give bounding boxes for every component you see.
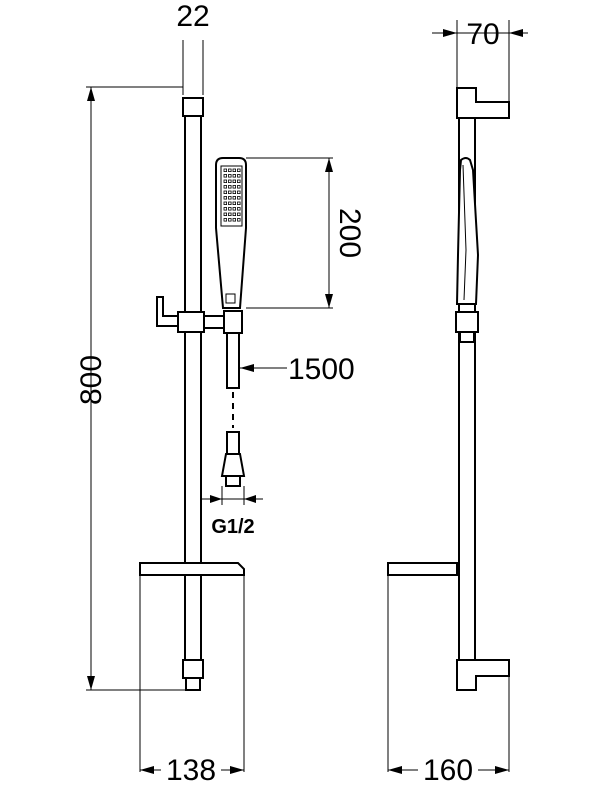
dimension-200: 200 xyxy=(246,157,366,309)
side-hand-shower-edge xyxy=(462,164,467,301)
hose-nut xyxy=(220,453,246,477)
hose-connector xyxy=(225,475,241,487)
side-slider xyxy=(455,311,479,333)
nozzle xyxy=(228,218,232,222)
nozzle xyxy=(223,174,227,178)
slider-holder xyxy=(156,296,243,334)
slider-body xyxy=(177,311,205,333)
holder-cup xyxy=(223,310,243,334)
nozzle xyxy=(237,207,241,211)
nozzle xyxy=(232,207,236,211)
nozzle xyxy=(232,212,236,216)
nozzle xyxy=(232,174,236,178)
nozzle xyxy=(232,201,236,205)
holder-arm xyxy=(203,315,225,329)
side-hand-shower xyxy=(455,157,480,305)
dimension-800-label: 800 xyxy=(75,355,108,405)
dimension-160: 160 xyxy=(388,754,509,785)
hand-shower xyxy=(215,157,247,309)
nozzle xyxy=(223,168,227,172)
nozzle xyxy=(228,196,232,200)
side-top-bracket xyxy=(456,87,510,119)
top-bracket xyxy=(182,97,204,117)
side-bottom-bracket xyxy=(456,659,510,691)
dimension-160-label: 160 xyxy=(423,754,473,785)
side-shelf xyxy=(387,562,458,576)
soap-shelf xyxy=(139,562,245,772)
dimension-200-label: 200 xyxy=(333,208,366,258)
nozzle xyxy=(237,190,241,194)
hose-top-segment xyxy=(226,332,240,389)
shelf-tray xyxy=(139,562,245,576)
nozzle xyxy=(228,207,232,211)
nozzle xyxy=(223,218,227,222)
nozzle xyxy=(223,179,227,183)
dimension-138: 138 xyxy=(140,754,244,785)
nozzle xyxy=(228,190,232,194)
nozzle xyxy=(228,174,232,178)
nozzle xyxy=(223,212,227,216)
side-view: 70 160 xyxy=(387,18,528,785)
button-icon xyxy=(225,293,236,304)
nozzle xyxy=(237,174,241,178)
nozzle xyxy=(232,185,236,189)
nozzle xyxy=(237,179,241,183)
nozzle xyxy=(228,185,232,189)
thread-label: G1/2 xyxy=(211,516,254,538)
nozzle xyxy=(232,179,236,183)
nozzle xyxy=(223,185,227,189)
shower-hose xyxy=(220,332,246,487)
nozzle xyxy=(232,168,236,172)
spray-nozzles xyxy=(223,168,241,222)
nozzle xyxy=(232,218,236,222)
nozzle xyxy=(237,218,241,222)
dimension-70: 70 xyxy=(432,18,528,102)
dimension-1500: 1500 xyxy=(240,353,355,386)
bottom-bracket xyxy=(182,659,204,679)
nozzle xyxy=(237,185,241,189)
bottom-cap xyxy=(185,677,201,691)
nozzle xyxy=(228,168,232,172)
dimension-70-label: 70 xyxy=(466,18,499,51)
dimension-22: 22 xyxy=(176,0,210,95)
nozzle xyxy=(237,212,241,216)
nozzle xyxy=(237,196,241,200)
nozzle xyxy=(223,196,227,200)
nozzle xyxy=(223,207,227,211)
spray-face xyxy=(220,165,243,227)
side-slider-base xyxy=(459,331,475,343)
dimension-1500-label: 1500 xyxy=(288,353,355,386)
nozzle xyxy=(228,212,232,216)
nozzle xyxy=(232,196,236,200)
rail-tube xyxy=(184,115,202,661)
nozzle xyxy=(223,190,227,194)
dimension-800: 800 xyxy=(75,86,186,691)
hand-shower-body xyxy=(215,157,247,309)
slide-rail xyxy=(182,97,204,691)
nozzle xyxy=(228,179,232,183)
dimension-22-label: 22 xyxy=(176,0,209,33)
dimension-thread: G1/2 xyxy=(202,486,263,538)
nozzle xyxy=(237,201,241,205)
hose-bottom-segment xyxy=(226,431,240,455)
nozzle xyxy=(232,190,236,194)
nozzle xyxy=(228,201,232,205)
dimension-138-label: 138 xyxy=(166,754,216,785)
front-view: 22 xyxy=(75,0,366,785)
nozzle xyxy=(223,201,227,205)
slider-knob xyxy=(156,296,179,327)
nozzle xyxy=(237,168,241,172)
